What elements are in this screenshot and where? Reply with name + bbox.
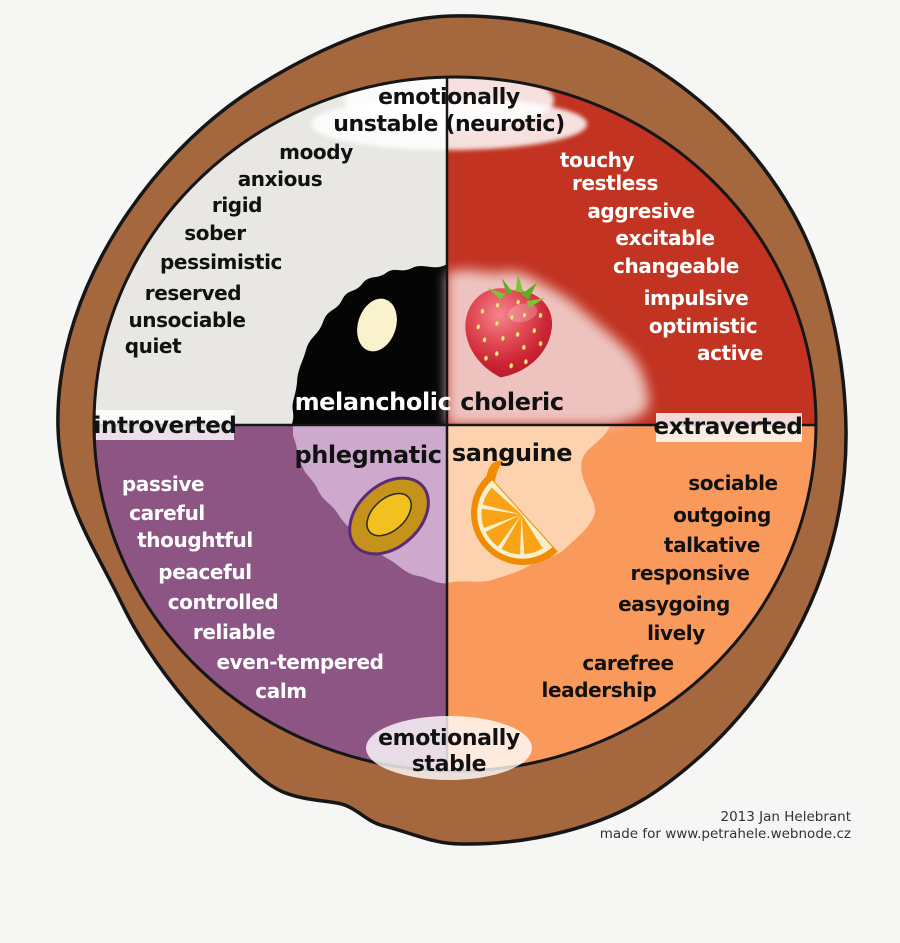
trait-label: controlled [168,590,279,614]
trait-label: careful [129,501,205,525]
introverted-strip [96,410,234,440]
orange-slice-icon [471,460,558,565]
phlegmatic-label: phlegmatic [294,441,441,469]
axis-top-line2: unstable (neurotic) [333,112,564,137]
trait-label: active [697,341,763,365]
strawberry-seeds [476,299,543,369]
trait-label: sociable [688,471,777,495]
axis-top-line1: emotionally [378,85,520,110]
phlegmatic-traits: passive careful thoughtful peaceful cont… [122,472,384,703]
trait-label: talkative [664,533,760,557]
axis-right-extraverted: extraverted [654,414,803,440]
trait-label: outgoing [673,503,771,527]
axis-bottom-line1: emotionally [378,726,520,751]
strawberry-icon [465,273,553,378]
plum-icon [357,298,397,352]
trait-label: aggresive [587,199,694,223]
trait-label: moody [279,140,353,164]
strawberry-leaves [487,273,545,308]
credit-website: made for www.petrahele.webnode.cz [600,826,851,842]
trait-label: reliable [193,620,275,644]
extraverted-strip [656,413,802,442]
trait-label: carefree [582,651,673,675]
trait-label: anxious [238,167,323,191]
choleric-traits: touchy restless aggresive excitable chan… [560,148,764,365]
trait-label: changeable [613,254,739,278]
trait-label: excitable [615,226,714,250]
trait-label: calm [255,679,306,703]
trait-label: even-tempered [216,650,383,674]
melancholic-label: melancholic [295,388,452,416]
sanguine-label: sanguine [452,439,572,467]
melancholic-traits: moody anxious rigid sober pessimistic re… [125,140,354,358]
trait-label: restless [572,171,658,195]
axis-bottom-line2: stable [412,752,486,777]
trait-label: impulsive [644,286,749,310]
trait-label: peaceful [158,560,251,584]
trait-label: passive [122,472,204,496]
choleric-label: choleric [460,388,563,416]
trait-label: reserved [145,281,241,305]
trait-label: sober [184,221,246,245]
bottom-axis-halo [366,716,532,780]
trait-label: touchy [560,148,635,172]
credit-author: 2013 Jan Helebrant [720,809,851,825]
trait-label: responsive [631,561,750,585]
trait-label: leadership [542,678,657,702]
trait-label: lively [647,621,705,645]
sanguine-traits: sociable outgoing talkative responsive e… [542,471,779,702]
orange-segments [481,487,543,555]
trait-label: unsociable [128,308,245,332]
trait-label: easygoing [618,592,730,616]
trait-label: quiet [125,334,182,358]
trait-label: thoughtful [137,528,253,552]
top-axis-halo [311,77,587,150]
olive-icon [348,476,430,556]
trait-label: pessimistic [160,250,282,274]
trait-label: optimistic [649,314,757,338]
axis-left-introverted: introverted [94,413,237,439]
trait-label: rigid [212,193,262,217]
